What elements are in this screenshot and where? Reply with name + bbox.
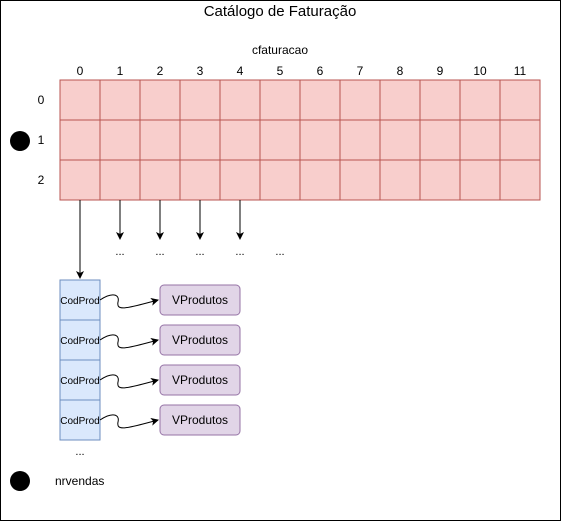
codprod-to-vprodutos-arrow (99, 334, 159, 349)
column-index-7: 7 (357, 64, 364, 78)
vprodutos-node-label: VProdutos (172, 293, 228, 307)
column-index-10: 10 (473, 64, 487, 78)
codprod-to-vprodutos-arrow (99, 414, 159, 429)
grid-cell-1-0 (59, 119, 101, 161)
grid-cell-2-3 (179, 159, 221, 201)
vprodutos-node-label: VProdutos (172, 373, 228, 387)
pointer-ellipsis-col-1: ... (115, 246, 124, 258)
legend-dot (10, 471, 30, 491)
grid-cell-1-10 (459, 119, 501, 161)
codprod-to-vprodutos-arrow (99, 374, 159, 389)
column-index-9: 9 (437, 64, 444, 78)
diagram-title: Catálogo de Faturação (204, 3, 357, 20)
codprod-node-label: CodProd (60, 376, 99, 387)
row-marker-dot (10, 131, 30, 151)
vprodutos-node-box (159, 404, 241, 436)
grid-cell-2-10 (459, 159, 501, 201)
column-index-4: 4 (237, 64, 244, 78)
grid-cell-2-1 (99, 159, 141, 201)
codprod-node-label: CodProd (60, 336, 99, 347)
row-labels: 0 1 2 (38, 93, 45, 187)
codprod-vprodutos-connectors (99, 294, 159, 429)
grid-cell-1-6 (299, 119, 341, 161)
column-index-6: 6 (317, 64, 324, 78)
grid-cell-2-6 (299, 159, 341, 201)
grid-cell-1-3 (179, 119, 221, 161)
column-index-3: 3 (197, 64, 204, 78)
grid-cell-0-0 (59, 79, 101, 121)
vprodutos-node-box (159, 284, 241, 316)
vprodutos-node-label: VProdutos (172, 413, 228, 427)
cfaturacao-grid (59, 79, 541, 201)
pointer-ellipsis-col-3: ... (195, 246, 204, 258)
codprod-node-box (59, 399, 101, 441)
grid-cell-0-8 (379, 79, 421, 121)
grid-cell-1-11 (499, 119, 541, 161)
row-index-0: 0 (38, 93, 45, 107)
column-index-5: 5 (277, 64, 284, 78)
grid-cell-1-8 (379, 119, 421, 161)
codprod-node-label: CodProd (60, 416, 99, 427)
vprodutos-node-box (159, 364, 241, 396)
column-index-8: 8 (397, 64, 404, 78)
grid-cell-2-5 (259, 159, 301, 201)
grid-cell-2-4 (219, 159, 261, 201)
vprodutos-node-label: VProdutos (172, 333, 228, 347)
grid-cell-0-5 (259, 79, 301, 121)
codprod-to-vprodutos-arrow (99, 294, 159, 309)
codprod-node-label: CodProd (60, 296, 99, 307)
legend-label: nrvendas (55, 474, 104, 488)
grid-cell-0-10 (459, 79, 501, 121)
grid-cell-1-5 (259, 119, 301, 161)
grid-cell-0-7 (339, 79, 381, 121)
grid-cell-0-2 (139, 79, 181, 121)
pointer-ellipsis-col-5: ... (275, 246, 284, 258)
pointer-ellipsis-col-2: ... (155, 246, 164, 258)
grid-cell-1-7 (339, 119, 381, 161)
column-index-2: 2 (157, 64, 164, 78)
row-index-2: 2 (38, 173, 45, 187)
row-index-1: 1 (38, 133, 45, 147)
grid-cell-1-9 (419, 119, 461, 161)
grid-cell-0-3 (179, 79, 221, 121)
grid-cell-0-4 (219, 79, 261, 121)
codprod-node-box (59, 359, 101, 401)
grid-cell-0-11 (499, 79, 541, 121)
grid-cell-2-9 (419, 159, 461, 201)
grid-cell-2-2 (139, 159, 181, 201)
pointer-ellipsis-col-4: ... (235, 246, 244, 258)
vprodutos-node-box (159, 324, 241, 356)
grid-cell-2-11 (499, 159, 541, 201)
column-labels: 0 1 2 3 4 5 6 7 8 9 10 11 (77, 64, 527, 78)
grid-cell-1-2 (139, 119, 181, 161)
grid-cell-0-1 (99, 79, 141, 121)
grid-cell-0-9 (419, 79, 461, 121)
column-index-0: 0 (77, 64, 84, 78)
codprod-node-box (59, 279, 101, 321)
column-index-11: 11 (514, 64, 527, 78)
list-end-ellipsis: ... (75, 446, 84, 458)
grid-cell-2-8 (379, 159, 421, 201)
array-label: cfaturacao (252, 43, 308, 57)
grid-cell-1-4 (219, 119, 261, 161)
column-pointers: ............... (76, 200, 285, 279)
grid-cell-2-7 (339, 159, 381, 201)
grid-cell-2-0 (59, 159, 101, 201)
column-index-1: 1 (117, 64, 124, 78)
grid-cell-0-6 (299, 79, 341, 121)
grid-cell-1-1 (99, 119, 141, 161)
